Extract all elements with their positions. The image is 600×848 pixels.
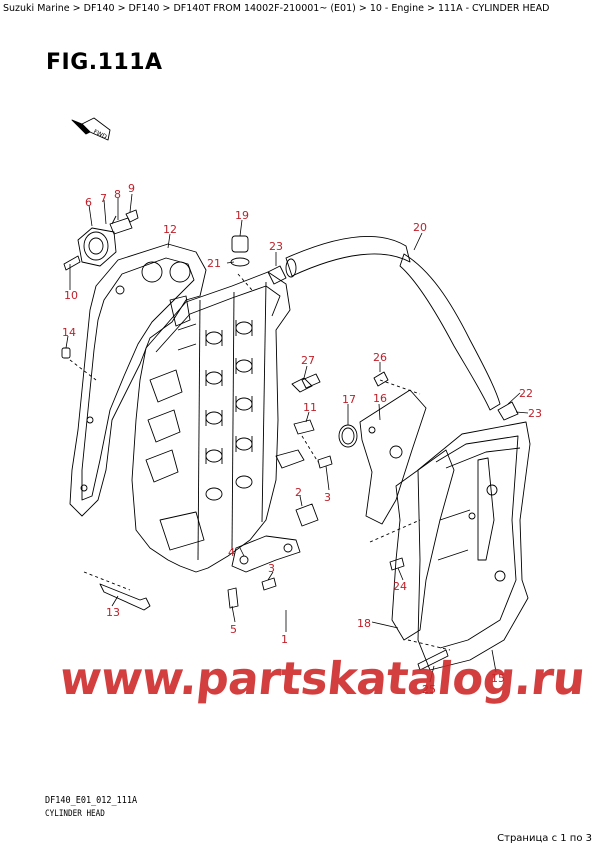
callout-17: 17: [342, 393, 356, 406]
callout-21: 21: [207, 257, 221, 270]
callout-26: 26: [373, 351, 387, 364]
callout-19: 19: [235, 209, 249, 222]
gasket-18: [391, 449, 455, 641]
breadcrumb[interactable]: Suzuki Marine > DF140 > DF140 > DF140T F…: [3, 3, 550, 14]
callout-9: 9: [128, 182, 135, 195]
callout-8: 8: [114, 188, 121, 201]
callout-16: 16: [373, 392, 387, 405]
callout-5: 5: [230, 623, 237, 636]
cap-19: [230, 235, 250, 267]
sensor-27: [291, 373, 321, 435]
plug-14: [61, 347, 71, 359]
fwd-arrow-icon: FWD: [71, 117, 111, 141]
leader-lines: [65, 193, 529, 683]
callout-7: 7: [100, 192, 107, 205]
gasket-12: [69, 243, 207, 517]
callout-23-top: 23: [269, 240, 283, 253]
callout-11: 11: [303, 401, 317, 414]
callout-14: 14: [62, 326, 76, 339]
bolt-10: [63, 255, 81, 271]
callout-25: 25: [422, 683, 436, 696]
callout-13: 13: [106, 606, 120, 619]
cover-15: [417, 421, 531, 671]
callout-10: 10: [64, 289, 78, 302]
callout-4: 4: [228, 546, 235, 559]
bolts-24-25: [389, 557, 449, 671]
callout-3-lower: 3: [268, 562, 275, 575]
callout-3-upper: 3: [324, 491, 331, 504]
page-indicator: Страница с 1 по 3: [497, 833, 592, 844]
callout-12: 12: [163, 223, 177, 236]
parts-2-3-4: [227, 449, 333, 609]
bolt-26: [373, 371, 389, 387]
bolt-13: [99, 583, 151, 611]
cylinder-head-1: [131, 271, 291, 573]
callout-1: 1: [281, 633, 288, 646]
clamp-23: [267, 265, 519, 421]
callout-15: 15: [491, 672, 505, 685]
callout-2: 2: [295, 486, 302, 499]
thermostat-cover: [77, 209, 139, 267]
callout-24: 24: [393, 580, 407, 593]
callout-6: 6: [85, 196, 92, 209]
figure-title: FIG.111A: [46, 50, 163, 75]
footer-name: CYLINDER HEAD: [45, 809, 105, 819]
gasket-16: [359, 389, 427, 525]
ring-17: [338, 424, 358, 448]
callout-20: 20: [413, 221, 427, 234]
hose-20: [285, 235, 501, 411]
watermark-text: www.partskatalog.ru: [57, 652, 588, 705]
callout-27: 27: [301, 354, 315, 367]
callout-23-right: 23: [528, 407, 542, 420]
callout-labels: 6 7 8 9 10 14 12 19 21 23 20 27 11 26 16…: [62, 182, 542, 696]
callout-22: 22: [519, 387, 533, 400]
footer-code: DF140_E01_012_111A: [45, 795, 138, 806]
guide-lines: [69, 273, 451, 651]
callout-18: 18: [357, 617, 371, 630]
